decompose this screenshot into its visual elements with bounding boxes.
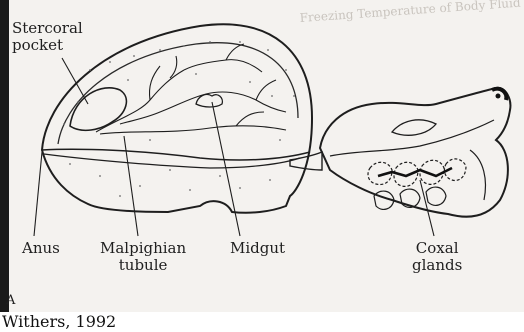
label-midgut: Midgut [230, 240, 285, 257]
label-coxal-glands: Coxal glands [412, 240, 462, 274]
leader-stercoral [62, 58, 88, 104]
sucking-stomach [392, 120, 436, 135]
coxal-gland-cluster [368, 150, 485, 209]
leader-anus [34, 152, 42, 236]
label-anus: Anus [22, 240, 60, 257]
leader-midgut [212, 102, 240, 236]
eye-dot [496, 94, 501, 99]
bleed-through-text: Freezing Temperature of Body Fluid [299, 0, 521, 25]
prosoma-gut [330, 120, 494, 156]
panel-letter: A [6, 292, 15, 309]
figure-scan: Freezing Temperature of Body Fluid [0, 0, 524, 312]
hindgut-lower [44, 154, 300, 168]
cephalothorax-outline [320, 88, 510, 217]
label-malpighian-tubule: Malpighian tubule [100, 240, 186, 274]
stercoral-pocket-shape [70, 88, 126, 131]
malpighian-tubule-branches [96, 44, 286, 134]
figure-caption: Withers, 1992 [0, 312, 524, 332]
label-stercoral-pocket: Stercoral pocket [12, 20, 83, 54]
leader-lines [34, 58, 434, 236]
